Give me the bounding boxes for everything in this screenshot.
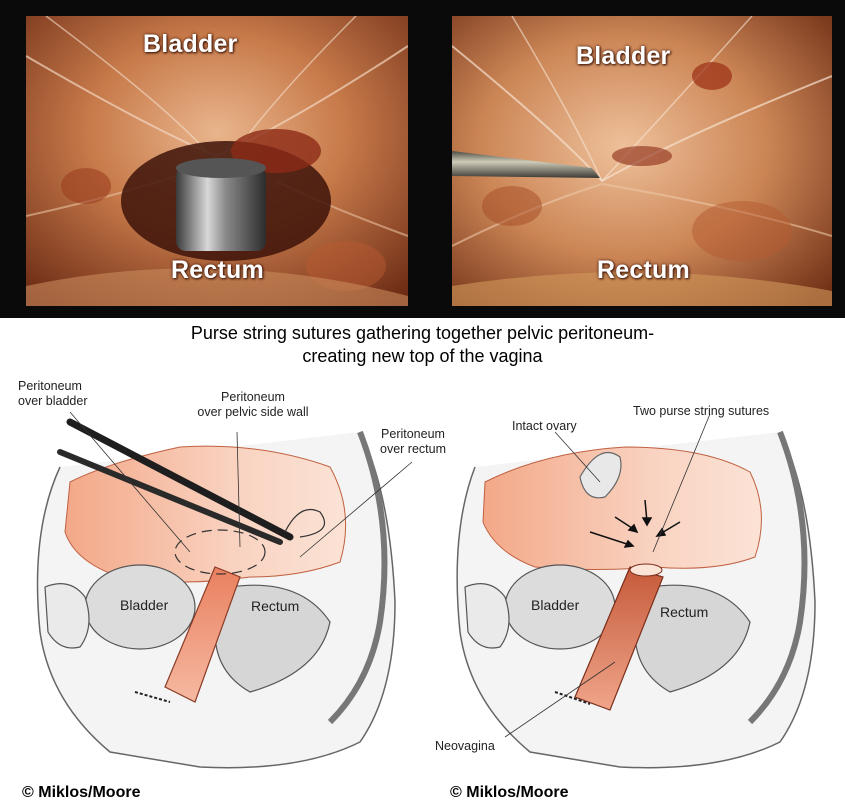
copyright-right: © Miklos/Moore [450, 784, 568, 802]
photo-right-rectum-label: Rectum [597, 256, 690, 285]
annotation-line: over bladder [18, 394, 88, 409]
organ-label-bladder-left: Bladder [120, 597, 168, 613]
annotation-line: over pelvic side wall [178, 405, 328, 420]
organ-label-rectum-left: Rectum [251, 598, 299, 614]
photo-right-bladder-label: Bladder [576, 42, 670, 71]
organ-label-bladder-right: Bladder [531, 597, 579, 613]
organ-label-rectum-right: Rectum [660, 604, 708, 620]
annotation-peritoneum-sidewall: Peritoneum over pelvic side wall [178, 390, 328, 420]
annotation-neovagina: Neovagina [435, 739, 495, 754]
caption-line-1: Purse string sutures gathering together … [0, 322, 845, 345]
annotation-line: Peritoneum [18, 379, 88, 394]
illustration-left [0, 372, 420, 782]
annotation-intact-ovary: Intact ovary [512, 419, 577, 434]
photo-left-bladder-label: Bladder [143, 30, 237, 59]
annotation-peritoneum-bladder: Peritoneum over bladder [18, 379, 88, 409]
annotation-line: Peritoneum [178, 390, 328, 405]
caption-line-2: creating new top of the vagina [0, 345, 845, 368]
copyright-left: © Miklos/Moore [22, 784, 140, 802]
photo-left-rectum-label: Rectum [171, 256, 264, 285]
illustration-right [425, 372, 845, 782]
figure-caption: Purse string sutures gathering together … [0, 322, 845, 368]
annotation-purse-string-sutures: Two purse string sutures [633, 404, 769, 419]
